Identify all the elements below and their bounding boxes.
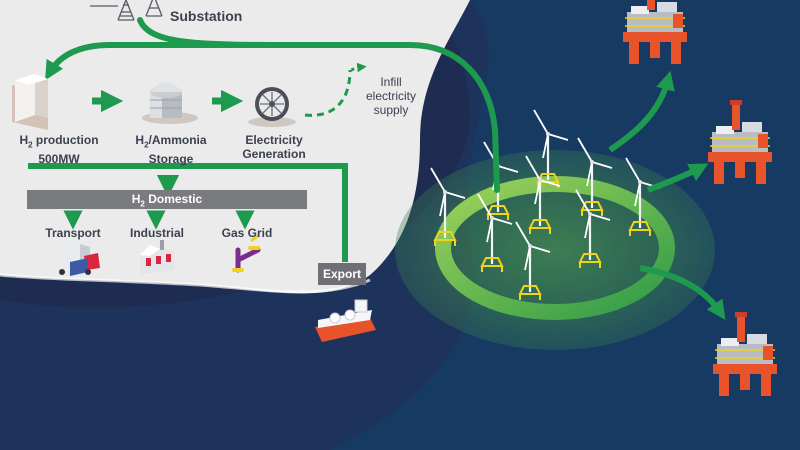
export-label: Export	[318, 263, 366, 285]
industrial-label: Industrial	[129, 226, 184, 240]
h2-domestic-bar: H2 Domestic	[27, 190, 307, 209]
gas-grid-pipe-icon	[232, 234, 261, 273]
field-to-rig3-arrow	[639, 265, 726, 320]
field-to-rig1-arrow	[608, 70, 675, 153]
field-to-rig2-arrow	[646, 163, 709, 193]
substation-to-production-arrow	[45, 42, 300, 81]
turbine-generator-icon	[248, 87, 296, 127]
h2-production-building-icon	[12, 74, 48, 130]
h2-ammonia-storage-label: H2/Ammonia Storage	[135, 133, 207, 167]
infill-dashed-arrow	[304, 62, 367, 117]
gas-grid-label: Gas Grid	[221, 226, 273, 240]
industrial-factory-icon	[140, 240, 175, 274]
substation-label: Substation	[170, 8, 243, 24]
transport-label: Transport	[45, 226, 101, 240]
transport-trucks-icon	[55, 244, 100, 276]
export-line	[28, 163, 348, 262]
electricity-generation-label: Electricity Generation	[242, 133, 306, 161]
ammonia-tank-icon	[142, 82, 198, 124]
tanker-ship-icon	[315, 299, 376, 342]
land-area	[0, 0, 470, 294]
substation-pylon-icon	[90, 0, 163, 21]
substation-to-field-line	[137, 17, 500, 193]
h2-production-label: H2 production 500MW	[19, 133, 99, 167]
infill-electricity-label: Infill electricity supply	[365, 75, 416, 117]
